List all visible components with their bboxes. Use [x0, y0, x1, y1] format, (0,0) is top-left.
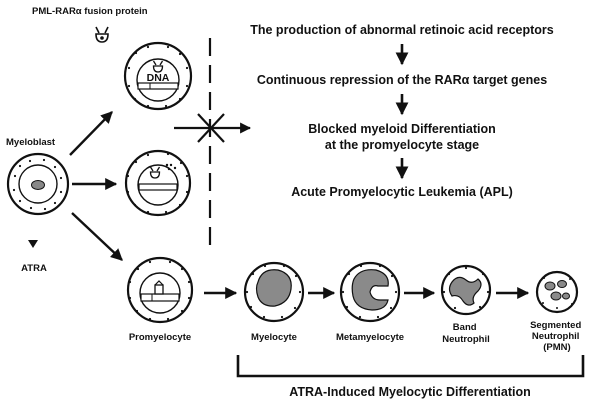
band-neutrophil-cell: [440, 264, 492, 316]
myeloblast-cell: [6, 152, 70, 216]
upper-cell-dna: [123, 41, 193, 111]
myelocyte-cell: [243, 261, 305, 323]
fusion-protein-icon: [95, 26, 109, 43]
bracket-label: ATRA-Induced Myelocytic Differentiation: [289, 385, 530, 399]
stage-label-promyelocyte: Promyelocyte: [129, 332, 191, 343]
promyelocyte-cell: [126, 256, 194, 324]
segmented-neutrophil-cell: [535, 270, 579, 314]
differentiation-bracket: [236, 355, 585, 378]
block-x-icon: [197, 113, 225, 143]
middle-cell-complex: [124, 149, 192, 217]
stage-label-metamyelocyte: Metamyelocyte: [336, 332, 404, 343]
pathway-step-1: The production of abnormal retinoic acid…: [250, 23, 554, 37]
pathway-step-2: Continuous repression of the RARα target…: [257, 73, 547, 87]
atra-label: ATRA: [21, 263, 47, 274]
stage-label-myelocyte: Myelocyte: [251, 332, 297, 343]
arrow-myeloblast-to-upper: [69, 111, 113, 156]
pathway-step-3: Blocked myeloid Differentiation: [308, 122, 496, 136]
stage-label-segmented-neutrophil: Segmented Neutrophil (PMN): [530, 320, 584, 353]
atra-icon: [28, 240, 38, 248]
pathway-step-4: Acute Promyelocytic Leukemia (APL): [291, 185, 513, 199]
arrow-myeloblast-to-promyelocyte: [71, 212, 123, 261]
fusion-protein-label: PML-RARα fusion protein: [32, 6, 148, 17]
pathway-step-3b: at the promyelocyte stage: [325, 138, 479, 152]
dna-label: DNA: [147, 72, 170, 84]
metamyelocyte-cell: [339, 261, 401, 323]
myeloblast-label: Myeloblast: [6, 137, 56, 148]
stage-label-band-neutrophil: Band Neutrophil: [442, 322, 490, 345]
